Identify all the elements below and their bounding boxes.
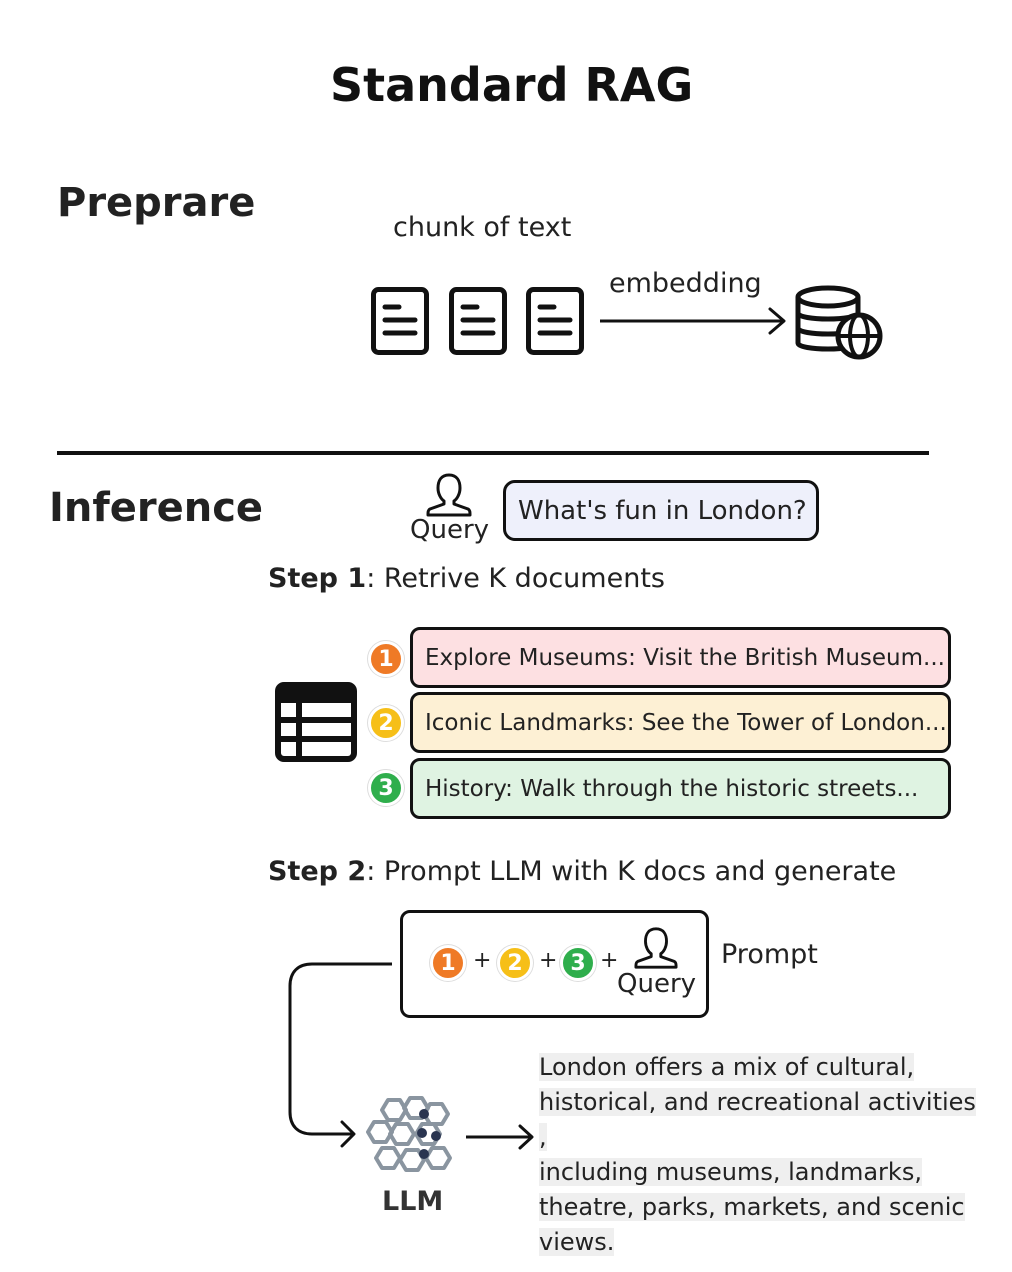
vector-database-icon bbox=[795, 285, 883, 360]
document-item-2: Iconic Landmarks: See the Tower of Londo… bbox=[410, 692, 951, 753]
embedding-label: embedding bbox=[609, 268, 762, 299]
document-icon bbox=[371, 287, 429, 355]
document-item-1: Explore Museums: Visit the British Museu… bbox=[410, 627, 951, 688]
query-label: Query bbox=[410, 515, 490, 545]
prompt-badge-1: 1 bbox=[430, 945, 466, 981]
prompt-query-label: Query bbox=[617, 969, 697, 999]
chunk-label: chunk of text bbox=[393, 212, 572, 243]
document-text-3: History: Walk through the historic stree… bbox=[425, 775, 919, 802]
llm-to-answer-arrow bbox=[466, 1124, 534, 1150]
inference-heading: Inference bbox=[49, 485, 264, 531]
user-icon bbox=[634, 927, 678, 969]
step2-heading: Step 2: Prompt LLM with K docs and gener… bbox=[268, 856, 897, 887]
doc-badge-3: 3 bbox=[368, 770, 404, 806]
step1-heading: Step 1: Retrive K documents bbox=[268, 563, 665, 594]
plus-sign: + bbox=[600, 948, 619, 973]
document-icon bbox=[449, 287, 507, 355]
answer-line: views. bbox=[539, 1228, 615, 1256]
plus-sign: + bbox=[539, 948, 558, 973]
section-divider bbox=[57, 451, 929, 455]
doc-badge-2: 2 bbox=[368, 705, 404, 741]
document-text-2: Iconic Landmarks: See the Tower of Londo… bbox=[425, 709, 947, 736]
prompt-label: Prompt bbox=[721, 939, 818, 970]
prepare-heading: Preprare bbox=[57, 180, 256, 226]
prompt-to-llm-arrow bbox=[288, 962, 392, 1148]
llm-answer: London offers a mix of cultural, histori… bbox=[539, 1050, 979, 1260]
answer-line: including museums, landmarks, bbox=[539, 1158, 922, 1186]
llm-label: LLM bbox=[382, 1186, 444, 1217]
brain-chip-icon bbox=[366, 1096, 452, 1172]
page-title: Standard RAG bbox=[330, 58, 694, 112]
prompt-badge-2: 2 bbox=[497, 945, 533, 981]
user-icon bbox=[426, 473, 472, 517]
doc-badge-1: 1 bbox=[368, 641, 404, 677]
document-item-3: History: Walk through the historic stree… bbox=[410, 758, 951, 819]
plus-sign: + bbox=[473, 948, 492, 973]
query-box: What's fun in London? bbox=[503, 480, 819, 541]
answer-line: theatre, parks, markets, and scenic bbox=[539, 1193, 965, 1221]
query-text: What's fun in London? bbox=[518, 495, 807, 526]
answer-line: London offers a mix of cultural, bbox=[539, 1053, 915, 1081]
table-icon bbox=[275, 682, 357, 762]
answer-line: historical, and recreational activities … bbox=[539, 1088, 976, 1151]
document-icon bbox=[526, 287, 584, 355]
embedding-arrow bbox=[600, 307, 786, 335]
document-text-1: Explore Museums: Visit the British Museu… bbox=[425, 644, 945, 671]
prompt-badge-3: 3 bbox=[560, 945, 596, 981]
